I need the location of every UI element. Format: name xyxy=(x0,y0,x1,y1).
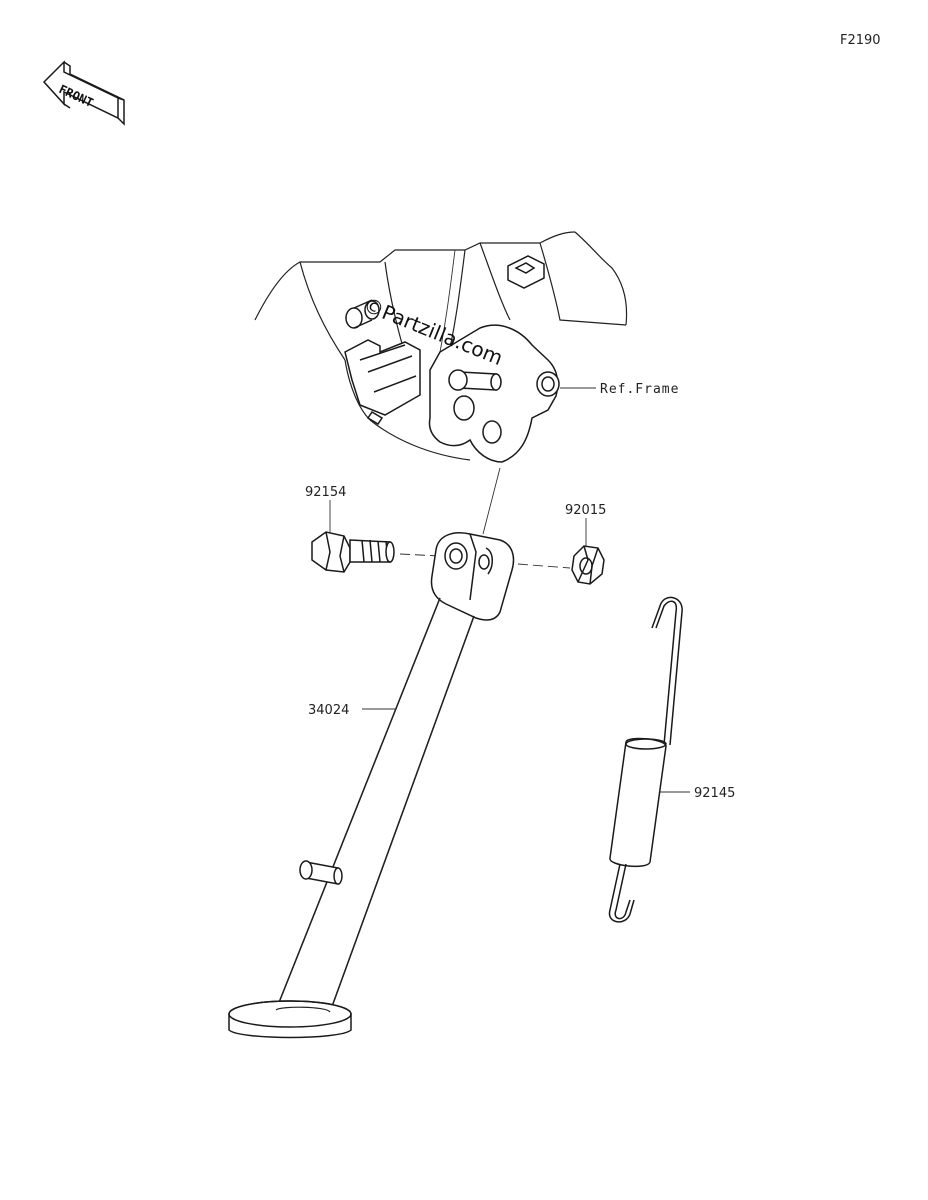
part-92015-nut xyxy=(571,545,605,585)
part-label-92145: 92145 xyxy=(694,786,735,801)
part-label-34024: 34024 xyxy=(308,703,349,718)
part-label-92154: 92154 xyxy=(305,485,346,500)
pivot-centerline xyxy=(482,467,501,535)
ref-frame-label: Ref.Frame xyxy=(600,382,679,397)
front-arrow-icon: FRONT xyxy=(42,60,125,126)
frame-assembly xyxy=(254,231,628,463)
bolt-axis xyxy=(399,553,441,557)
part-34024-stand xyxy=(228,532,515,1039)
part-92145-spring xyxy=(608,596,683,923)
part-92154-bolt xyxy=(311,531,395,573)
diagram-code: F2190 xyxy=(840,33,881,48)
part-label-92015: 92015 xyxy=(565,503,606,518)
nut-axis xyxy=(517,563,571,569)
